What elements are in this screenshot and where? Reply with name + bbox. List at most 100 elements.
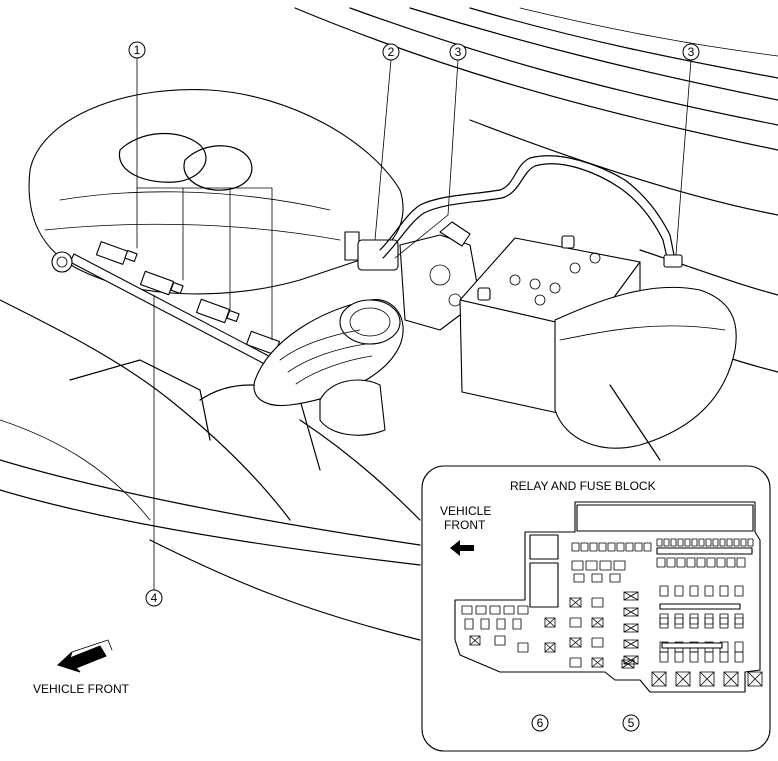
fuse-cell <box>503 605 515 615</box>
relay-cell-cross <box>544 642 556 653</box>
relay-cell <box>591 657 604 668</box>
relay-cell-cross <box>544 617 556 628</box>
relay-cell-cross <box>569 637 582 648</box>
fuel-injector <box>139 270 184 296</box>
fuse-cell <box>599 560 612 571</box>
vehicle-front-label: VEHICLE FRONT <box>33 682 130 696</box>
fuse-cell <box>616 542 625 552</box>
fuse-cell <box>496 618 506 630</box>
fuse-cell <box>598 542 607 552</box>
fuse-cell <box>704 651 714 663</box>
fuse-cell <box>580 542 589 552</box>
relay-cell <box>591 617 604 628</box>
intake-duct <box>253 299 404 436</box>
relay-cell-cross <box>469 635 481 646</box>
fuel-injector <box>95 241 138 265</box>
fuel-injector <box>195 298 240 324</box>
callout-leaders <box>136 57 692 716</box>
callout-6: 6 <box>531 714 549 732</box>
svg-text:3: 3 <box>688 45 695 59</box>
fuse-cell <box>736 557 746 568</box>
fuse-cell <box>686 557 696 568</box>
fuse-cell <box>704 585 714 597</box>
fuse-cell <box>571 560 584 571</box>
svg-text:1: 1 <box>134 43 141 57</box>
relay-cell-cross <box>747 671 763 687</box>
relay-cell <box>469 635 481 646</box>
relay-cell-cross <box>569 597 582 608</box>
relay-cell-cross <box>623 623 639 633</box>
fuse-cell <box>625 542 634 552</box>
fuse-cell <box>734 585 744 597</box>
relay-cell <box>569 597 582 608</box>
evap-hose <box>379 155 683 268</box>
fuse-cell <box>674 617 684 629</box>
relay-cell <box>723 671 739 687</box>
fuse-cell <box>706 557 716 568</box>
callout-1: 1 <box>128 41 146 59</box>
svg-text:6: 6 <box>537 716 544 730</box>
relay-cell <box>623 623 639 633</box>
relay-cell-cross <box>675 671 691 687</box>
fuse-cell <box>475 605 487 615</box>
relay-cell <box>623 639 639 649</box>
fuse-cell <box>569 617 582 628</box>
fuse-cell <box>591 597 604 608</box>
fuse-cell <box>656 538 663 547</box>
fuse-cell <box>726 557 736 568</box>
relay-cell-cross <box>623 607 639 617</box>
relay-cell <box>623 607 639 617</box>
fuse-cell <box>689 651 699 663</box>
relay-cell <box>544 642 556 653</box>
fuse-cell <box>719 538 726 547</box>
fuse-cell <box>719 651 729 663</box>
fuse-cell <box>480 618 490 630</box>
fuse-cell <box>512 618 522 630</box>
callout-3b: 3 <box>682 43 700 61</box>
relay-cell <box>699 671 715 687</box>
fuse-cell <box>689 585 699 597</box>
callout-4: 4 <box>145 589 163 607</box>
engine-cover <box>28 88 404 295</box>
fuse-cell <box>643 542 652 552</box>
fuse-cell <box>494 635 506 646</box>
fuse-cell <box>747 538 754 547</box>
relay-fuse-block-inset: RELAY AND FUSE BLOCK VEHICLE FRONT <box>421 465 771 752</box>
fuse-cell <box>589 542 598 552</box>
fuse-cell <box>609 573 621 583</box>
relay-fuse-block-box <box>554 286 737 461</box>
relay-cell-cross <box>591 617 604 628</box>
fuse-cell <box>517 642 529 653</box>
fuse-cell <box>696 557 706 568</box>
fuse-cell <box>719 585 729 597</box>
svg-text:2: 2 <box>388 45 395 59</box>
fuse-cell <box>716 557 726 568</box>
inset-vehicle-front-line2: FRONT <box>444 518 486 532</box>
fuse-cell <box>733 538 740 547</box>
relay-cell <box>675 671 691 687</box>
fuse-cell <box>607 542 616 552</box>
fuse-cell <box>659 617 669 629</box>
battery-cell-caps <box>509 252 601 306</box>
fuse-cell <box>726 538 733 547</box>
fuse-cell <box>698 538 705 547</box>
fuse-cell <box>591 573 603 583</box>
fuse-cell <box>585 560 598 571</box>
fuse-cell <box>659 585 669 597</box>
fuse-cell <box>705 538 712 547</box>
relay-cell-cross <box>591 657 604 668</box>
callout-3a: 3 <box>449 43 467 61</box>
fuse-cell <box>670 538 677 547</box>
svg-text:4: 4 <box>151 591 158 605</box>
fuse-cell <box>740 538 747 547</box>
fuse-cell <box>464 618 474 630</box>
relay-cell-cross <box>621 659 635 669</box>
fuse-cell <box>573 573 585 583</box>
fuse-cell <box>734 651 744 663</box>
inset-arrow-icon <box>450 540 474 556</box>
fuse-cell <box>659 651 669 663</box>
fuse-cell <box>634 542 643 552</box>
relay-cell <box>569 637 582 648</box>
fuse-cell <box>674 585 684 597</box>
